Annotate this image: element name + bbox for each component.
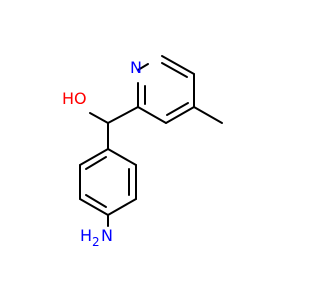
ring-bond-inner bbox=[85, 194, 107, 208]
bond-methyl bbox=[193, 106, 223, 124]
ring-bond-inner bbox=[161, 62, 188, 78]
ring-bond bbox=[165, 106, 195, 124]
ring-bond-inner bbox=[166, 102, 189, 116]
ring-bond bbox=[161, 55, 195, 75]
pyridine-nitrogen-label: N bbox=[130, 58, 142, 77]
pyridine-ring bbox=[137, 55, 223, 124]
ring-bond bbox=[137, 63, 149, 71]
ring-bond bbox=[107, 148, 137, 166]
ring-bond bbox=[137, 106, 167, 124]
molecule-drawing: HO N H 2 N bbox=[62, 55, 223, 249]
structure-canvas: HO N H 2 N bbox=[62, 55, 223, 249]
amine-h-label: H bbox=[80, 226, 92, 245]
ring-bond bbox=[79, 198, 109, 216]
ring-bond bbox=[79, 148, 109, 166]
ring-bond bbox=[107, 198, 137, 216]
bond-c-o bbox=[89, 112, 109, 124]
hydroxyl-label: HO bbox=[62, 89, 87, 108]
ring-bond-inner bbox=[85, 156, 107, 170]
phenyl-ring bbox=[79, 148, 137, 227]
bond-c-pyridine bbox=[107, 106, 139, 124]
amine-subscript-label: 2 bbox=[92, 235, 100, 249]
amine-n-label: N bbox=[101, 226, 113, 245]
